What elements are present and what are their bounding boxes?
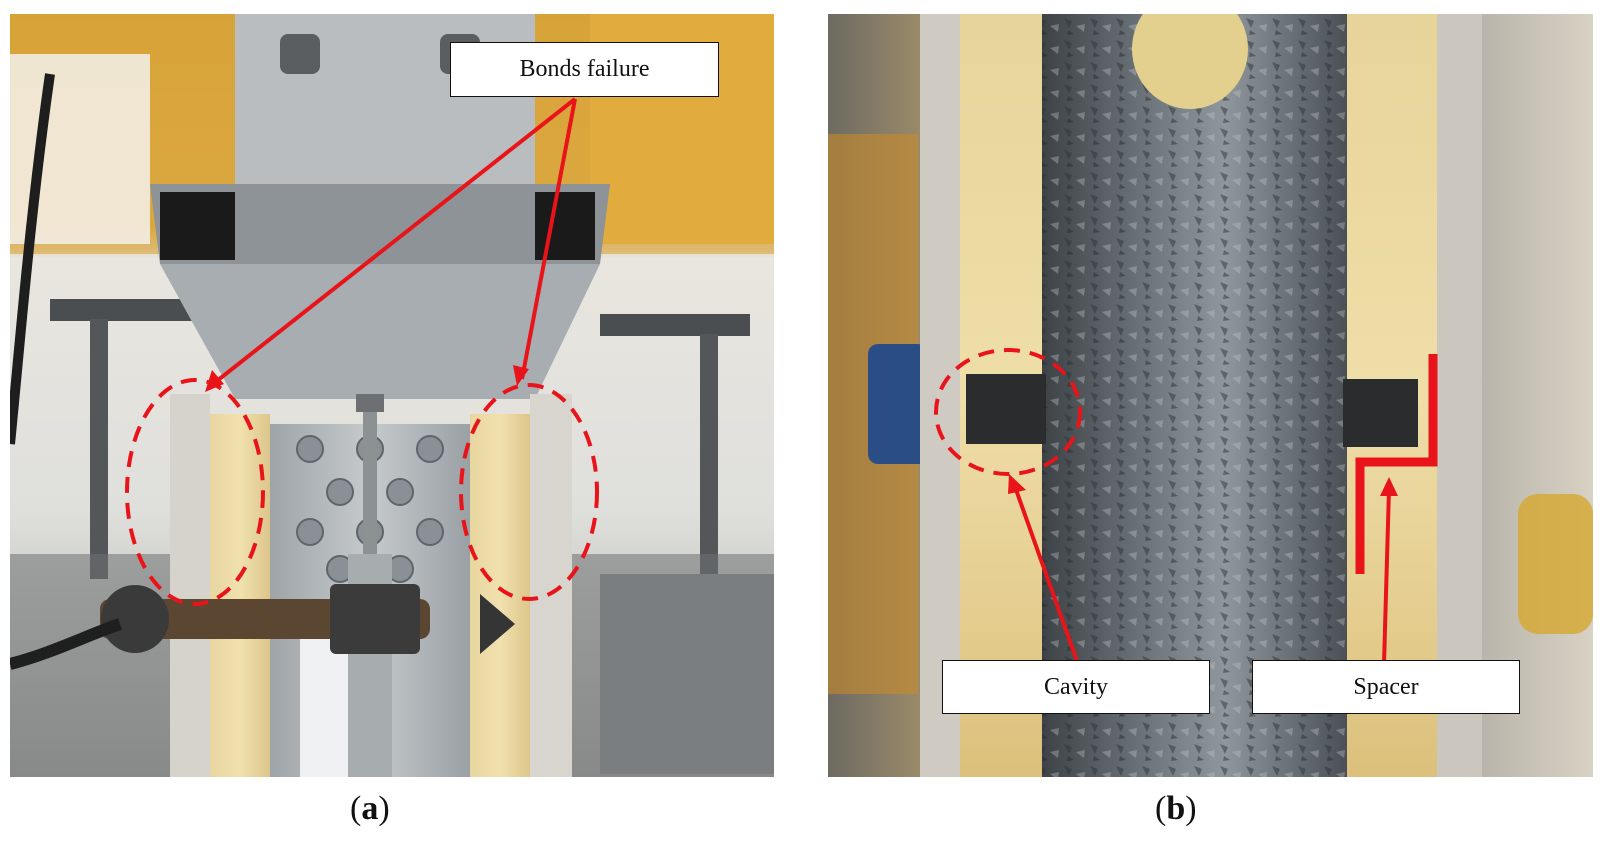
photo-panel-b [828,14,1593,777]
callout-bonds-failure: Bonds failure [450,42,719,97]
photo-panel-a [10,14,774,777]
caption-b: (b) [1155,790,1197,828]
caption-b-close: ) [1185,790,1197,827]
callout-cavity: Cavity [942,660,1210,714]
caption-a-close: ) [378,790,390,827]
caption-a-open: ( [350,790,362,827]
caption-a: (a) [350,790,390,828]
caption-a-letter: a [361,790,379,827]
callout-spacer: Spacer [1252,660,1520,714]
photo-b-scene [828,14,1593,777]
caption-b-letter: b [1166,790,1186,827]
photo-a-scene [10,14,774,777]
caption-b-open: ( [1155,790,1167,827]
